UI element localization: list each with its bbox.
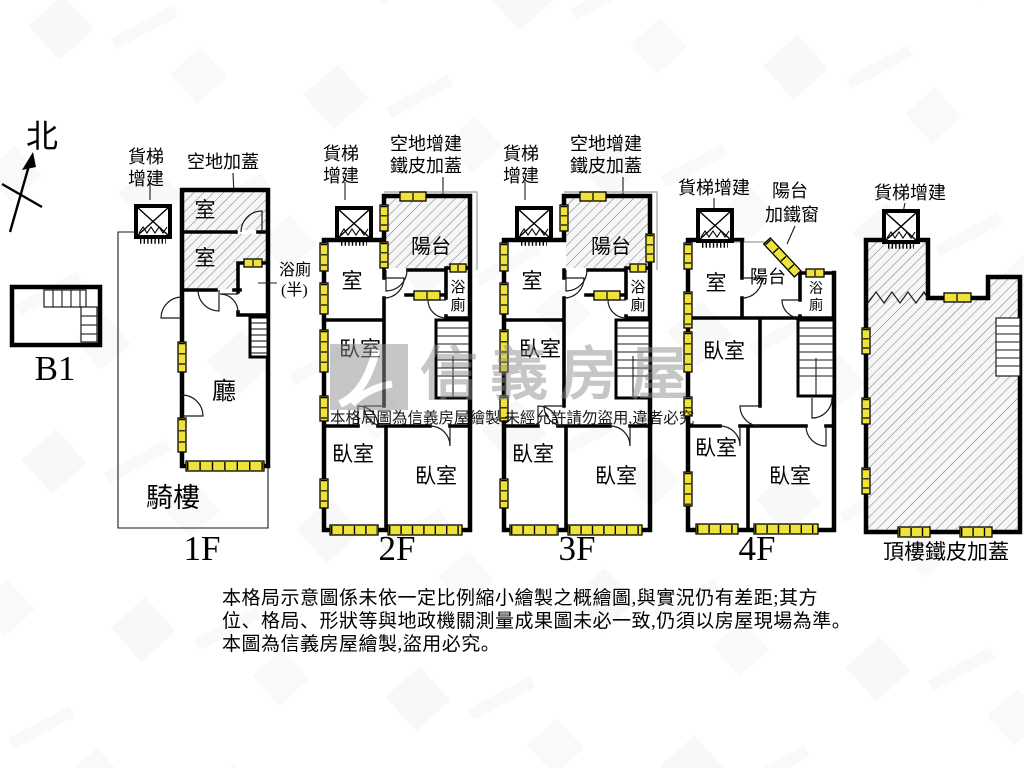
f3-addition-label-line1: 空地增建 bbox=[570, 134, 642, 154]
disclaimer-block: 本格局示意圖係未依一定比例縮小繪製之概繪圖,與實況仍有差距;其方 位、格局、形狀… bbox=[222, 587, 851, 655]
f3-stairs bbox=[614, 318, 652, 400]
floorplan-roof: 貨梯增建 頂樓鐵皮加蓋 bbox=[861, 183, 1023, 564]
f2-freight-elevator bbox=[337, 208, 371, 243]
roof-elevator-label: 貨梯增建 bbox=[874, 183, 946, 203]
f1-elevator-label-line1: 貨梯 bbox=[128, 147, 164, 167]
floorplan-4f: 貨梯增建 陽台 加鐵窗 bbox=[678, 178, 837, 568]
roof-zigzag-partition bbox=[867, 290, 929, 305]
b1-floor-label: B1 bbox=[35, 349, 76, 388]
f4-windows bbox=[683, 237, 825, 535]
roof-stairs bbox=[995, 317, 1021, 377]
b1-outline bbox=[9, 284, 103, 348]
f2-bath-char1: 浴 bbox=[450, 279, 465, 296]
f3-bedroom-top-label: 臥室 bbox=[519, 337, 561, 361]
f1-room-top-label: 室 bbox=[195, 198, 216, 222]
f1-hatch-room-bottom2 bbox=[184, 261, 236, 289]
f1-stairs bbox=[248, 315, 270, 359]
f2-elevator-label-line2: 增建 bbox=[323, 166, 359, 186]
f4-stairs bbox=[796, 318, 836, 398]
watermark-brand-text: 信義房屋 bbox=[420, 342, 700, 407]
f2-addition-label-line1: 空地增建 bbox=[390, 134, 462, 154]
f4-bath-char2: 廁 bbox=[809, 297, 823, 314]
f4-elevator-label: 貨梯增建 bbox=[678, 178, 750, 198]
f3-freight-elevator bbox=[517, 208, 551, 243]
disclaimer-line2: 位、格局、形狀等與地政機關測量成果圖未必一致,仍須以房屋現場為準。 bbox=[222, 610, 851, 632]
disclaimer-line3: 本圖為信義房屋繪製,盜用必究。 bbox=[222, 633, 500, 655]
f2-bedroom-left-label: 臥室 bbox=[332, 442, 374, 466]
f4-iron-leader bbox=[786, 225, 796, 245]
f3-doors bbox=[537, 269, 631, 447]
disclaimer-line1: 本格局示意圖係未依一定比例縮小繪製之概繪圖,與實況仍有差距;其方 bbox=[222, 587, 818, 609]
f4-doors bbox=[719, 277, 833, 447]
f2-doors bbox=[357, 269, 451, 447]
f2-bedroom-right-label: 臥室 bbox=[415, 464, 457, 488]
f3-addition-label-line2: 鐵皮加蓋 bbox=[570, 156, 642, 176]
f2-balcony-label: 陽台 bbox=[411, 235, 451, 258]
floorplan-2f: 貨梯 增建 空地增建 鐵皮加蓋 bbox=[319, 134, 478, 568]
f2-bath-char2: 廁 bbox=[450, 296, 465, 314]
roof-floor-label: 頂樓鐵皮加蓋 bbox=[883, 540, 1009, 564]
floorplan-b1: B1 bbox=[9, 284, 103, 388]
f2-stairs bbox=[434, 318, 472, 400]
f3-bath-char1: 浴 bbox=[630, 279, 645, 296]
f1-room-bottom-label: 室 bbox=[195, 246, 216, 270]
f3-bath-char2: 廁 bbox=[630, 296, 645, 314]
roof-freight-elevator bbox=[884, 211, 918, 246]
f1-cover-label: 空地加蓋 bbox=[187, 152, 259, 172]
f4-floor-label: 4F bbox=[739, 529, 776, 568]
f1-bath-label-line2: (半) bbox=[281, 281, 308, 299]
f1-windows bbox=[177, 258, 265, 472]
b1-stairs bbox=[43, 289, 98, 343]
f3-floor-label: 3F bbox=[559, 529, 596, 568]
compass-north-label: 北 bbox=[26, 118, 58, 154]
f3-balcony-hatch bbox=[566, 198, 648, 268]
f1-bath-label-line1: 浴廁 bbox=[279, 260, 311, 279]
compass: 北 bbox=[1, 118, 58, 233]
floorplan-1f: 貨梯 增建 空地加蓋 bbox=[117, 147, 311, 568]
f3-elevator-label-line1: 貨梯 bbox=[503, 144, 539, 164]
f1-elevator-label-line2: 增建 bbox=[128, 169, 164, 189]
f4-bath-char1: 浴 bbox=[809, 281, 823, 297]
f2-balcony-hatch bbox=[386, 198, 468, 268]
f4-bedroom-left-label: 臥室 bbox=[695, 436, 737, 460]
f1-arcade-label: 騎樓 bbox=[146, 483, 200, 513]
f1-freight-elevator bbox=[136, 206, 170, 241]
f3-unit-outline bbox=[501, 193, 653, 533]
compass-arrow-head bbox=[22, 152, 36, 170]
f1-living-label: 廳 bbox=[212, 378, 236, 405]
f2-addition-label-line2: 鐵皮加蓋 bbox=[390, 156, 462, 176]
compass-cross-line bbox=[1, 182, 43, 209]
f3-elevator-label-line2: 增建 bbox=[503, 166, 539, 186]
compass-arrow-line bbox=[8, 161, 32, 233]
f2-elevator-label-line1: 貨梯 bbox=[323, 144, 359, 164]
f1-lot-boundary bbox=[117, 231, 269, 529]
f2-room-label: 室 bbox=[342, 269, 363, 293]
f3-balcony-label: 陽台 bbox=[591, 235, 631, 258]
f1-hatch-room-top bbox=[184, 192, 266, 230]
center-watermark: 信義房屋 bbox=[330, 342, 700, 410]
sinyi-logo-icon bbox=[330, 344, 408, 410]
f1-floor-label: 1F bbox=[184, 529, 221, 568]
f2-windows bbox=[319, 191, 467, 536]
f4-bedroom-top-label: 臥室 bbox=[703, 339, 745, 363]
f4-freight-elevator bbox=[698, 210, 732, 245]
f4-bedroom-right-label: 臥室 bbox=[769, 464, 811, 488]
f1-hatch-room-bottom bbox=[184, 234, 266, 261]
f4-room-label: 室 bbox=[706, 271, 727, 295]
f1-doors bbox=[160, 210, 263, 417]
f3-windows bbox=[499, 191, 655, 536]
f4-iron-label-line1: 陽台 bbox=[772, 181, 808, 201]
f4-balcony-label: 陽台 bbox=[750, 267, 786, 287]
f3-room-label: 室 bbox=[522, 269, 543, 293]
f3-bedroom-right-label: 臥室 bbox=[595, 464, 637, 488]
f2-unit-outline bbox=[321, 193, 473, 533]
f4-iron-label-line2: 加鐵窗 bbox=[765, 205, 819, 225]
watermark-notice-text: 本格局圖為信義房屋繪製,未經允許請勿盜用,違者必究 bbox=[330, 408, 694, 427]
f2-floor-label: 2F bbox=[379, 529, 416, 568]
roof-windows bbox=[861, 292, 993, 538]
floorplan-3f: 貨梯 增建 空地增建 鐵皮加蓋 bbox=[499, 134, 658, 568]
f3-bedroom-left-label: 臥室 bbox=[512, 442, 554, 466]
